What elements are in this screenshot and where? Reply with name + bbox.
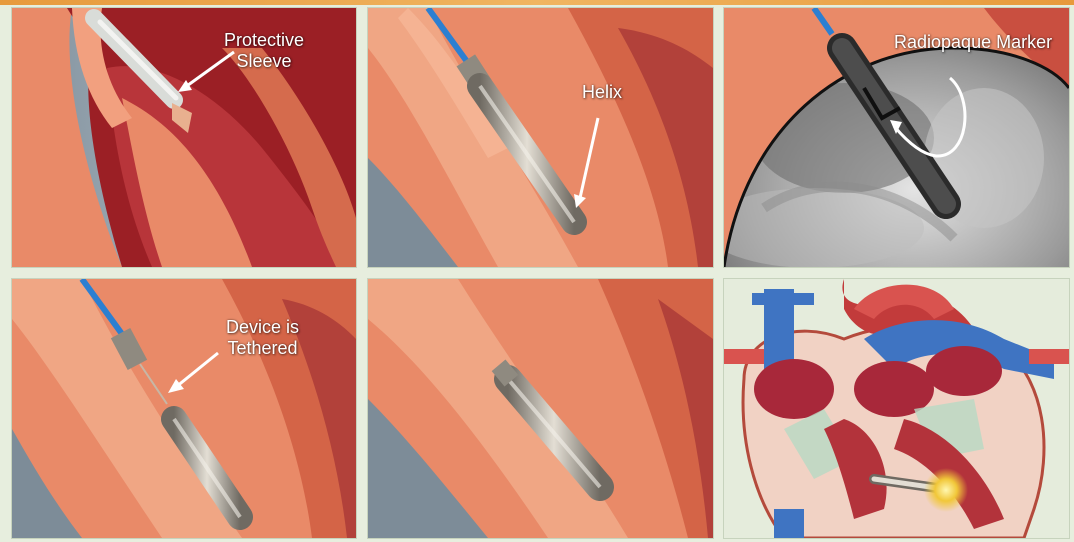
panel-helix: Helix xyxy=(368,8,713,267)
helix-label: Helix xyxy=(582,82,622,103)
protective-sleeve-label: Protective Sleeve xyxy=(224,30,304,72)
tethered-device-illustration xyxy=(12,279,356,538)
device-tethered-label: Device is Tethered xyxy=(226,317,299,359)
panel-protective-sleeve: Protective Sleeve xyxy=(12,8,356,267)
panel-device-tethered: Device is Tethered xyxy=(12,279,356,538)
protective-sleeve-illustration xyxy=(12,8,356,267)
radiopaque-marker-label: Radiopaque Marker xyxy=(894,32,1052,53)
top-accent-bar xyxy=(0,0,1074,5)
heart-cross-section-diagram xyxy=(724,279,1069,538)
panel-heart-diagram xyxy=(724,279,1069,538)
helix-illustration xyxy=(368,8,713,267)
released-device-illustration xyxy=(368,279,713,538)
panel-device-released xyxy=(368,279,713,538)
panel-radiopaque-marker: Radiopaque Marker xyxy=(724,8,1069,267)
